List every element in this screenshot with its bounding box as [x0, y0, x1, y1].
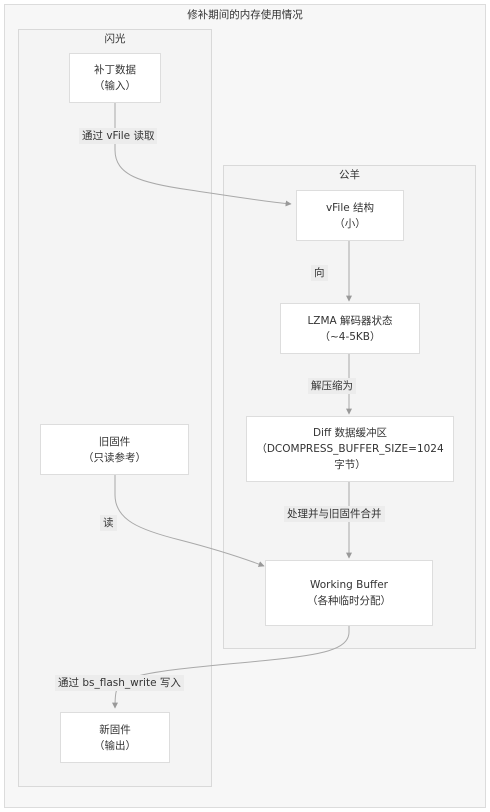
- cluster-flash-label: 闪光: [104, 33, 126, 45]
- node-working-buffer[interactable]: Working Buffer （各种临时分配）: [265, 560, 433, 626]
- edge-patch-to-vfile: [114, 103, 292, 207]
- node-diff-buffer-line3: 字节）: [334, 459, 366, 471]
- node-new-firmware-line1: 新固件: [99, 723, 131, 736]
- node-lzma-line1: LZMA 解码器状态: [307, 314, 393, 327]
- node-old-firmware-line2: （只读参考）: [83, 451, 146, 464]
- node-old-firmware-line1: 旧固件: [98, 435, 131, 448]
- node-new-firmware-line2: （输出）: [94, 739, 136, 752]
- edge-old-to-working: [114, 475, 265, 567]
- edge-label-old-to-working: 读: [100, 515, 117, 531]
- node-diff-buffer-line2: （DCOMPRESS_BUFFER_SIZE=1024: [256, 443, 444, 455]
- node-working-buffer-line2: （各种临时分配）: [307, 595, 391, 607]
- edge-working-to-new: [112, 626, 350, 709]
- node-old-firmware[interactable]: 旧固件 （只读参考）: [40, 424, 189, 475]
- edge-label-vfile-to-lzma: 向: [311, 265, 328, 281]
- node-diff-buffer[interactable]: Diff 数据缓冲区 （DCOMPRESS_BUFFER_SIZE=1024 字…: [246, 416, 454, 482]
- node-working-buffer-line1: Working Buffer: [309, 579, 389, 591]
- edge-label-patch-to-vfile: 通过 vFile 读取: [79, 128, 158, 144]
- edge-label-lzma-to-diff: 解压缩为: [308, 378, 356, 394]
- node-new-firmware[interactable]: 新固件 （输出）: [60, 712, 170, 763]
- node-vfile[interactable]: vFile 结构 （小）: [296, 190, 404, 241]
- node-lzma-decoder[interactable]: LZMA 解码器状态 （~4-5KB）: [280, 303, 420, 354]
- node-patch-data-line2: （输入）: [94, 80, 136, 92]
- node-patch-data-line1: 补丁数据: [94, 64, 136, 76]
- node-diff-buffer-line1: Diff 数据缓冲区: [312, 427, 388, 439]
- edge-label-working-to-new: 通过 bs_flash_write 写入: [55, 675, 184, 691]
- edge-label-diff-to-working: 处理并与旧固件合并: [284, 506, 385, 522]
- node-patch-data[interactable]: 补丁数据 （输入）: [69, 53, 161, 103]
- node-lzma-line2: （~4-5KB）: [319, 330, 381, 343]
- node-vfile-line2: （小）: [334, 217, 366, 230]
- cluster-ram-label: 公羊: [339, 169, 360, 181]
- node-vfile-line1: vFile 结构: [325, 201, 375, 214]
- diagram-title: 修补期间的内存使用情况: [187, 9, 303, 21]
